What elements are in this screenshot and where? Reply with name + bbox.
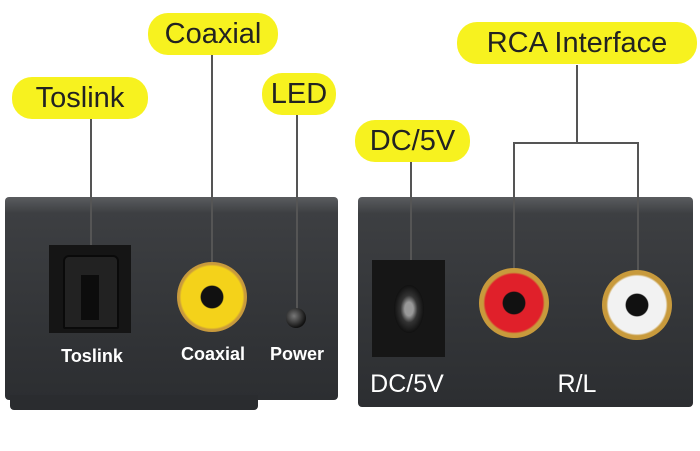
coaxial-leader: [211, 55, 213, 285]
label-coaxial: Coaxial: [180, 344, 246, 364]
callout-led: LED: [262, 73, 336, 115]
toslink-port: [49, 245, 131, 333]
coaxial-jack: [177, 262, 247, 332]
callout-toslink: Toslink: [12, 77, 148, 119]
callout-rca: RCA Interface: [457, 22, 697, 64]
rca-leader-l: [637, 142, 639, 272]
dc-jack: [372, 260, 445, 357]
rca-leader: [576, 65, 578, 144]
dc-leader: [410, 162, 412, 297]
rca-right-jack: [479, 268, 549, 338]
power-led: [286, 308, 306, 328]
rca-left-jack: [602, 270, 672, 340]
callout-coaxial: Coaxial: [148, 13, 278, 55]
toslink-leader: [90, 118, 92, 276]
rca-bracket: [513, 142, 639, 144]
rca-leader-r: [513, 142, 515, 272]
label-dc: DC/5V: [370, 370, 444, 398]
front-panel-foot: [10, 395, 258, 410]
label-rl: R/L: [557, 370, 597, 398]
led-leader: [296, 115, 298, 310]
callout-dc: DC/5V: [355, 120, 470, 162]
label-power: Power: [269, 344, 325, 364]
label-toslink: Toslink: [61, 346, 123, 366]
